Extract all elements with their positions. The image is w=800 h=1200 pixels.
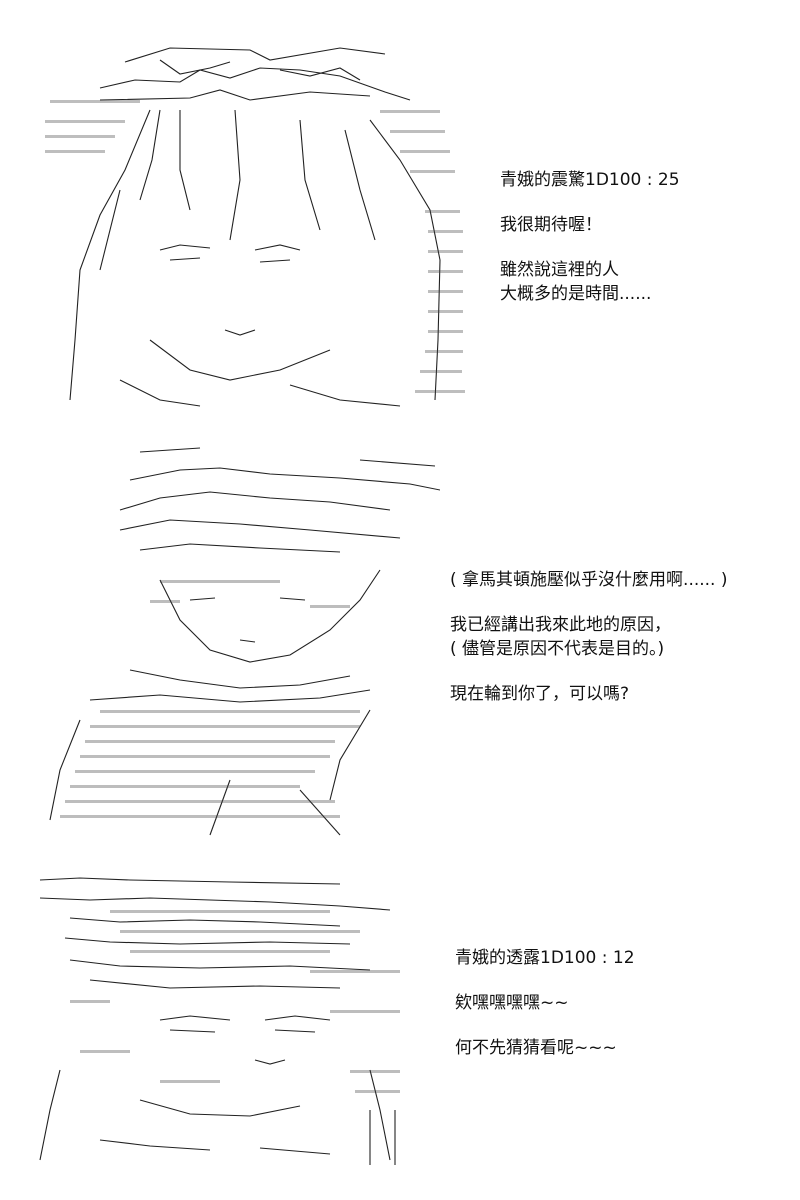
dialogue-line: 雖然說這裡的人: [500, 260, 619, 280]
dialogue-line: 我很期待喔！: [500, 215, 602, 235]
ascii-art-character-2: [40, 440, 440, 840]
dialogue-2: ( 拿馬其頓施壓似乎沒什麼用啊...... ) 我已經講出我來此地的原因， ( …: [450, 568, 728, 706]
dialogue-line: 大概多的是時間......: [500, 284, 652, 304]
dialogue-line: 何不先猜猜看呢~~~: [455, 1038, 617, 1058]
dialogue-line: 現在輪到你了，可以嗎?: [450, 684, 630, 704]
dialogue-1: 青娥的震驚1D100 : 25 我很期待喔！ 雖然說這裡的人 大概多的是時間..…: [500, 168, 680, 306]
dialogue-line: 我已經講出我來此地的原因，: [450, 615, 671, 635]
dialogue-line: 青娥的震驚1D100 : 25: [500, 170, 680, 190]
dialogue-line: 欸嘿嘿嘿嘿~~: [455, 993, 569, 1013]
panel-3: 青娥的透露1D100 : 12 欸嘿嘿嘿嘿~~ 何不先猜猜看呢~~~: [0, 860, 800, 1200]
dialogue-3: 青娥的透露1D100 : 12 欸嘿嘿嘿嘿~~ 何不先猜猜看呢~~~: [455, 946, 635, 1060]
ascii-art-character-1: [40, 40, 470, 410]
panel-1: 青娥的震驚1D100 : 25 我很期待喔！ 雖然說這裡的人 大概多的是時間..…: [0, 0, 800, 420]
dialogue-line: 青娥的透露1D100 : 12: [455, 948, 635, 968]
dialogue-line: ( 儘管是原因不代表是目的。): [450, 639, 665, 659]
panel-2: ( 拿馬其頓施壓似乎沒什麼用啊...... ) 我已經講出我來此地的原因， ( …: [0, 430, 800, 840]
dialogue-line: ( 拿馬其頓施壓似乎沒什麼用啊...... ): [450, 570, 728, 590]
ascii-art-character-3: [10, 870, 420, 1170]
